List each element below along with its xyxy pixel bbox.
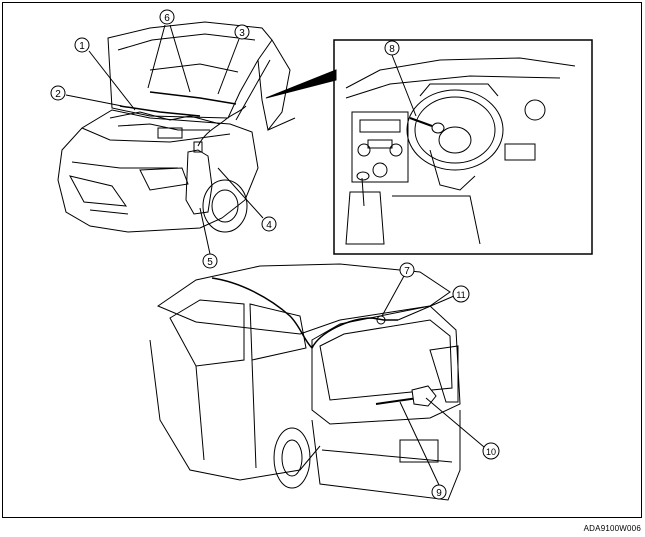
callout-1: 1	[74, 37, 90, 53]
callout-8: 8	[384, 40, 400, 56]
callout-5-label: 5	[207, 257, 213, 268]
callout-7: 7	[399, 262, 415, 278]
rear-car-illustration	[149, 263, 461, 501]
callout-6: 6	[159, 9, 175, 25]
callout-5: 5	[202, 253, 218, 269]
callout-9-label: 9	[436, 488, 442, 499]
callout-10-label: 10	[486, 447, 496, 457]
detail-pointer	[265, 69, 337, 99]
leader-lines	[65, 24, 485, 486]
callout-11-label: 11	[456, 290, 465, 300]
dashboard-detail-box	[333, 39, 593, 255]
callout-10: 10	[482, 442, 500, 460]
callout-4: 4	[261, 216, 277, 232]
figure-code: ADA9100W006	[583, 524, 641, 533]
callout-3: 3	[234, 24, 250, 40]
callout-2-label: 2	[55, 89, 61, 100]
callout-3-label: 3	[239, 28, 245, 39]
front-car-illustration	[57, 21, 296, 233]
callout-8-label: 8	[389, 44, 395, 55]
callout-9: 9	[431, 484, 447, 500]
callout-2: 2	[50, 85, 66, 101]
callouts: 1 2 3 4 5 6 7 8	[50, 9, 500, 500]
callout-7-label: 7	[404, 266, 410, 277]
callout-1-label: 1	[79, 41, 85, 52]
callout-4-label: 4	[266, 220, 272, 231]
figure-frame	[2, 2, 642, 518]
callout-11: 11	[452, 285, 470, 303]
callout-6-label: 6	[164, 13, 170, 24]
